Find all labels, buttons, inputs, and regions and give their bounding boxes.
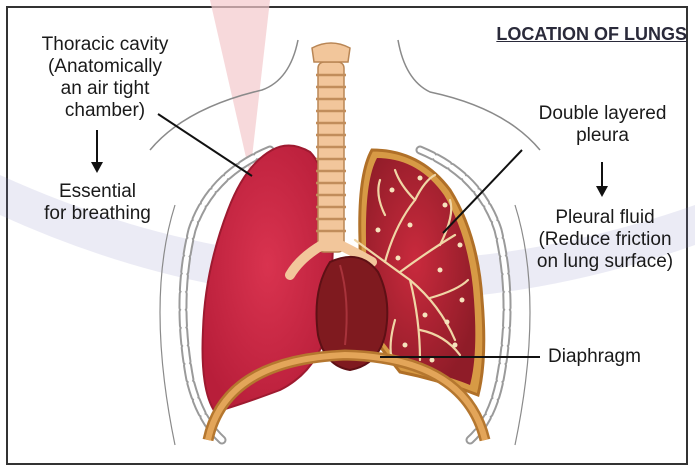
down-arrow-icon xyxy=(596,162,608,197)
watermark-wedge xyxy=(210,0,270,175)
essential-label: Essential for breathing xyxy=(0,181,195,225)
page-title: LOCATION OF LUNGS xyxy=(496,24,687,45)
pleural-fluid-label: Pleural fluid (Reduce friction on lung s… xyxy=(520,207,690,273)
down-arrow-icon xyxy=(91,130,103,173)
diaphragm-label: Diaphragm xyxy=(548,346,641,368)
thoracic-pointer xyxy=(158,114,252,176)
thoracic-label: Thoracic cavity (Anatomically an air tig… xyxy=(15,34,195,122)
pleura-label: Double layered pleura xyxy=(515,103,690,147)
pleura-pointer xyxy=(443,150,522,233)
